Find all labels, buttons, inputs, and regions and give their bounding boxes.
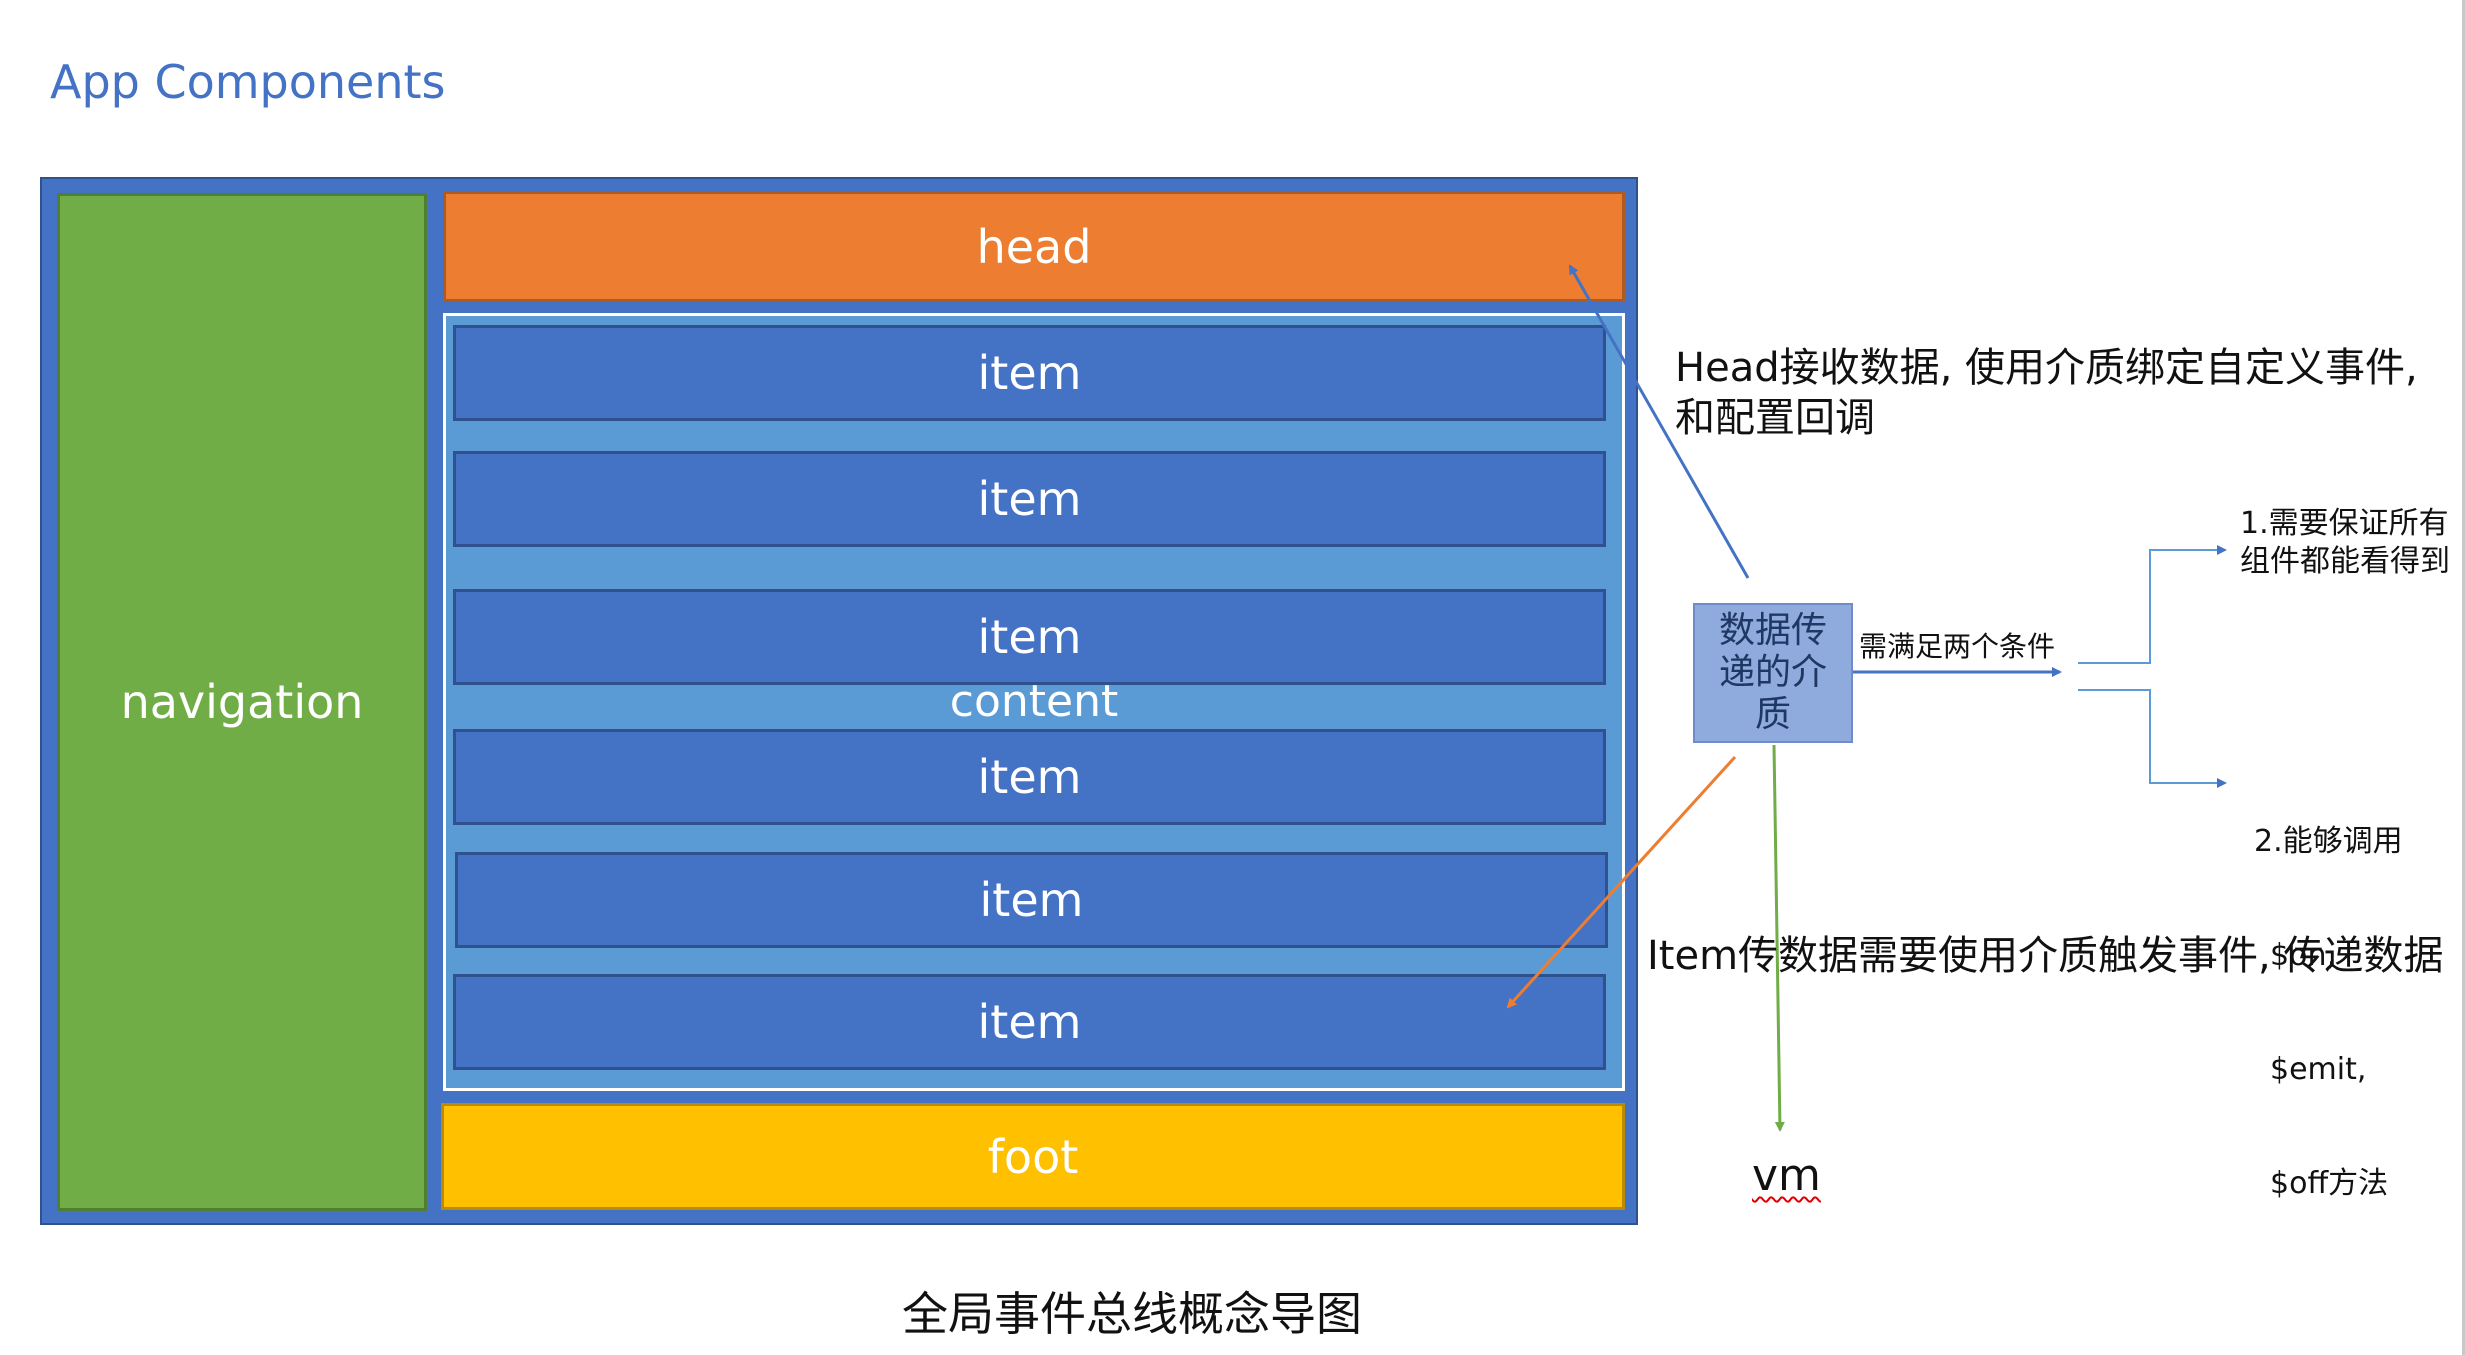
condition-2-line: $emit,	[2270, 1052, 2367, 1087]
condition-label: 需满足两个条件	[1859, 630, 2056, 663]
arrow-medium-to-item	[1506, 755, 1737, 1009]
head-note: Head接收数据, 使用介质绑定自定义事件, 和配置回调	[1675, 343, 2435, 443]
item-label: item	[977, 346, 1082, 400]
diagram-caption: 全局事件总线概念导图	[902, 1287, 1362, 1341]
medium-label-line: 数据传	[1718, 610, 1827, 651]
diagram-title: App Components	[50, 55, 446, 109]
item-label: item	[977, 472, 1082, 526]
head-label: head	[976, 219, 1092, 274]
foot-label: foot	[987, 1129, 1079, 1184]
item-label: item	[977, 995, 1082, 1049]
navigation-label: navigation	[120, 675, 364, 729]
item-block: item	[453, 974, 1606, 1070]
item-block: item	[453, 325, 1606, 421]
content-block	[443, 313, 1625, 1091]
medium-label-line: 递的介	[1718, 652, 1827, 693]
medium-label-line: 质	[1754, 694, 1791, 735]
item-block: item	[453, 589, 1606, 685]
condition-1: 1.需要保证所有 组件都能看得到	[2240, 505, 2450, 581]
arrow-medium-to-vm	[1772, 744, 1785, 1132]
condition-2-line: $on,	[2270, 938, 2336, 973]
item-block: item	[453, 451, 1606, 547]
condition-2-line: 2.能够调用	[2254, 824, 2403, 859]
content-label: content	[949, 676, 1119, 727]
head-note-line: 和配置回调	[1675, 395, 1875, 441]
head-block: head	[443, 191, 1625, 302]
condition-2: 2.能够调用 $on, $emit, $off方法	[2254, 747, 2403, 1241]
page-edge-divider	[2462, 0, 2465, 1355]
vm-label: vm	[1752, 1150, 1821, 1201]
item-note: Item传数据需要使用介质触发事件, 传递数据	[1647, 933, 2444, 979]
bracket-condition-1	[2078, 545, 2227, 664]
condition-2-line: $off方法	[2270, 1166, 2389, 1201]
item-label: item	[977, 610, 1082, 664]
item-label: item	[979, 873, 1084, 927]
item-block: item	[455, 852, 1608, 948]
item-block: item	[453, 729, 1606, 825]
item-label: item	[977, 750, 1082, 804]
condition-1-line: 1.需要保证所有	[2240, 506, 2449, 541]
head-note-line: Head接收数据, 使用介质绑定自定义事件,	[1675, 345, 2418, 391]
condition-1-line: 组件都能看得到	[2240, 544, 2450, 579]
event-bus-medium: 数据传 递的介 质	[1693, 603, 1853, 743]
arrow-medium-to-head	[1568, 264, 1750, 579]
foot-block: foot	[441, 1103, 1625, 1210]
navigation-block: navigation	[57, 193, 427, 1211]
bracket-condition-2	[2078, 689, 2227, 788]
